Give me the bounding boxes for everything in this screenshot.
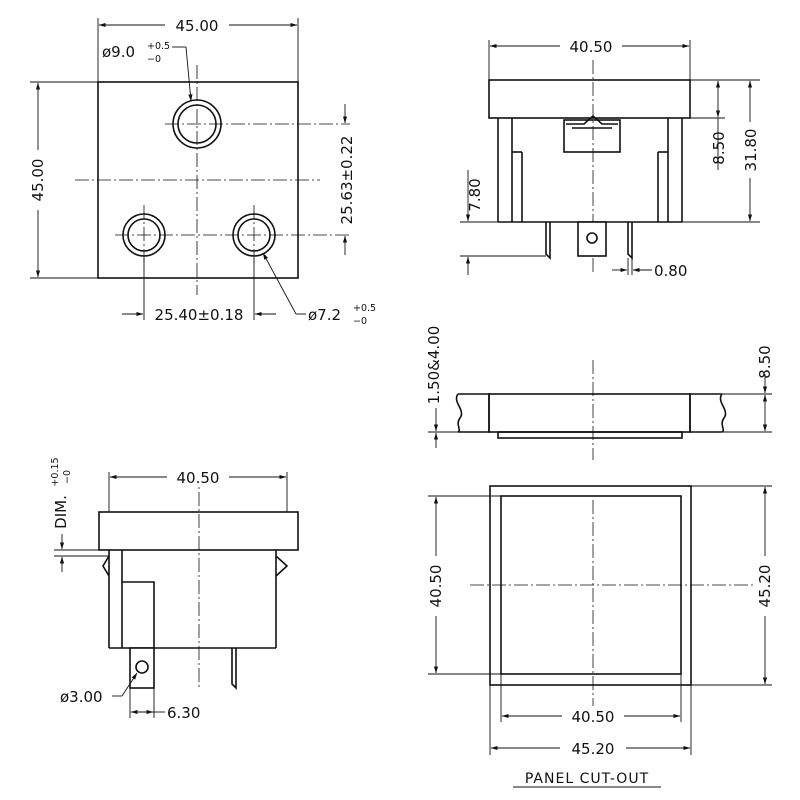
side-terminal-right <box>627 222 633 260</box>
text-mask <box>560 36 622 56</box>
tab-thickness-label: 0.80 <box>654 262 687 280</box>
bottom-terminal-right <box>231 648 237 690</box>
panel-left <box>458 393 490 433</box>
bottom-body-clip-left <box>102 555 110 577</box>
front-view: 45.00 45.00 ø9.0 +0.5 −0 25.63±0.22 25.4… <box>28 15 376 327</box>
side-terminal-center <box>577 221 607 257</box>
bottom-width-label: 40.50 <box>177 469 220 487</box>
text-mask <box>560 738 626 758</box>
front-width-label: 45.00 <box>176 17 219 35</box>
dim-label: DIM. <box>52 495 70 529</box>
text-mask <box>28 150 48 210</box>
cutout-inner-width-label: 40.50 <box>572 708 615 726</box>
bottom-terminal-tab <box>129 647 155 689</box>
side-terminal-hole <box>586 232 598 244</box>
side-contact <box>563 119 621 153</box>
side-contact-spring <box>566 114 618 125</box>
side-width-label: 40.50 <box>570 38 613 56</box>
cutout-inner-height-label: 40.50 <box>427 565 445 608</box>
side-flange <box>488 79 691 119</box>
side-flange-label: 8.50 <box>710 131 728 164</box>
pin-offset-label: 25.63±0.22 <box>338 136 356 225</box>
pin-hole-leader <box>262 252 297 315</box>
pin-spacing-label: 25.40±0.18 <box>155 306 244 324</box>
dim-tol-upper: +0.15 <box>50 457 61 486</box>
front-height-label: 45.00 <box>29 159 47 202</box>
panel-right <box>689 393 722 433</box>
pin-hole-tol-lower: −0 <box>353 316 367 327</box>
panel-cutout: 40.50 45.20 40.50 45.20 PANEL CUT-OUT <box>426 485 775 788</box>
hole-leader <box>121 672 138 697</box>
terminal-label: 7.80 <box>466 178 484 211</box>
side-total-label: 31.80 <box>742 129 760 172</box>
panel-cutout-title: PANEL CUT-OUT <box>525 771 649 787</box>
text-mask <box>740 122 760 178</box>
bottom-terminal-hole <box>135 660 149 674</box>
bottom-flange <box>98 511 299 551</box>
top-hole-diameter-label: ø9.0 <box>102 43 135 61</box>
text-mask <box>167 467 229 487</box>
dim-tol-lower: −0 <box>62 470 73 484</box>
text-mask <box>426 556 446 616</box>
panel-thickness-label: 1.50&4.00 <box>425 326 443 405</box>
cutout-outer-width-label: 45.20 <box>572 740 615 758</box>
top-hole-leader <box>185 46 193 102</box>
tab-width-label: 6.30 <box>167 704 200 722</box>
bottom-body-clip-right <box>275 555 289 577</box>
top-hole-tol-upper: +0.5 <box>147 41 170 52</box>
side-view: 40.50 8.50 31.80 7.80 0.80 <box>460 36 760 280</box>
panel-section-flange <box>488 393 691 433</box>
side-terminal-left <box>545 222 551 260</box>
bottom-view: 40.50 DIM. +0.15 −0 ø3.00 6.30 <box>50 457 299 722</box>
cutout-outer <box>489 485 692 686</box>
panel-flange-label: 8.50 <box>756 345 774 378</box>
text-mask <box>165 15 229 35</box>
panel-section-body <box>497 431 683 439</box>
panel-left-break <box>455 393 463 433</box>
pin-hole-tol-upper: +0.5 <box>353 303 376 314</box>
pin-hole-diameter-label: ø7.2 <box>308 306 341 324</box>
text-mask <box>755 556 775 616</box>
panel-right-break <box>719 393 727 433</box>
text-mask <box>562 706 624 726</box>
bottom-body-inner <box>121 550 155 648</box>
cutout-outer-height-label: 45.20 <box>756 565 774 608</box>
panel-section: 1.50&4.00 8.50 <box>425 326 774 460</box>
top-hole-tol-lower: −0 <box>147 54 161 65</box>
hole-diameter-label: ø3.00 <box>60 688 103 706</box>
